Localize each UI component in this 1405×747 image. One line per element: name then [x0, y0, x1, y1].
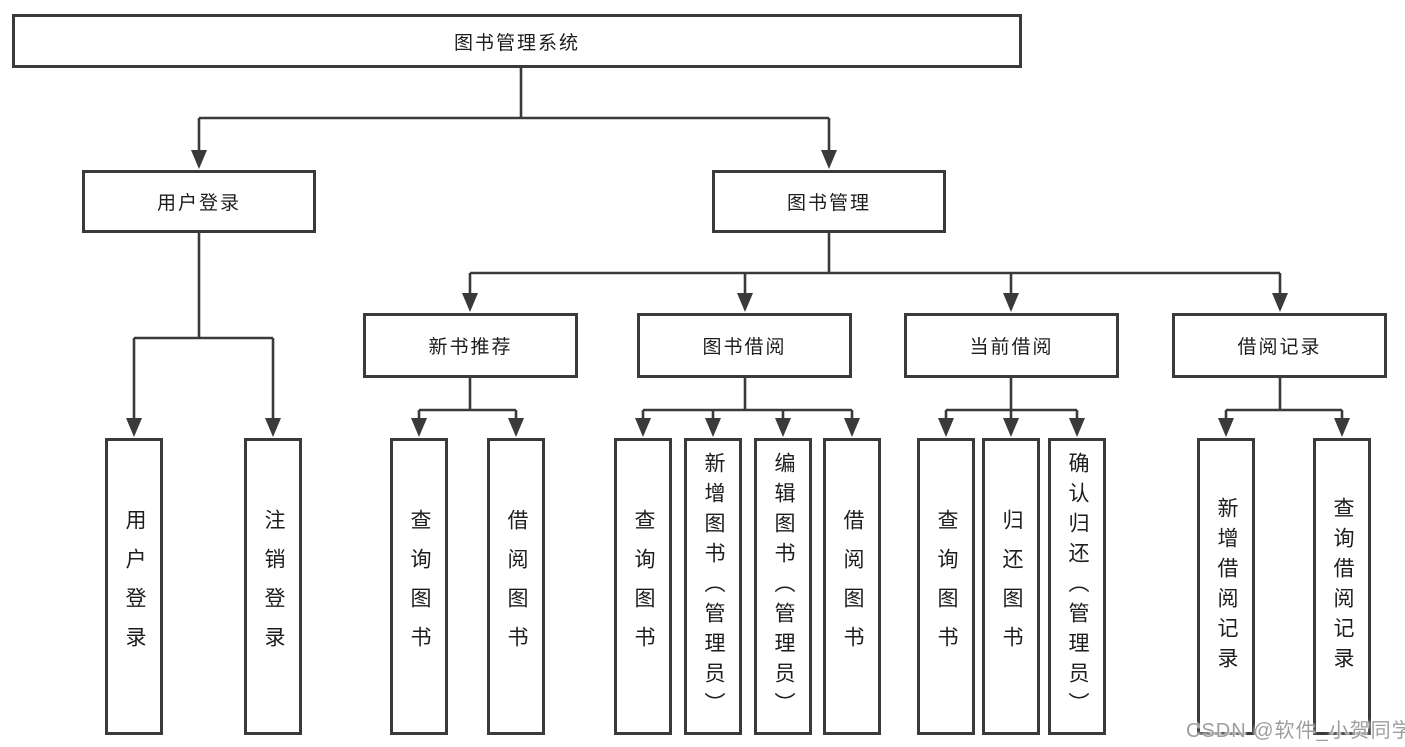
- leaf-borrow-books-borrowing: 借阅图书: [823, 438, 881, 735]
- leaf-logout: 注销登录: [244, 438, 302, 735]
- edge-newbook-to-leaves: [417, 378, 518, 426]
- node-book-borrowing: 图书借阅: [637, 313, 852, 378]
- node-new-book-recommendation: 新书推荐: [363, 313, 578, 378]
- node-user-login: 用户登录: [82, 170, 316, 233]
- leaf-user-login: 用户登录: [105, 438, 163, 735]
- node-library-system: 图书管理系统: [12, 14, 1022, 68]
- edge-borrow-to-leaves: [641, 378, 854, 426]
- leaf-query-books-borrowing: 查询图书: [614, 438, 672, 735]
- watermark: CSDN @软件_小贺同学: [1186, 720, 1405, 742]
- edge-bookmgmt-to-level3: [468, 233, 1282, 298]
- node-book-management: 图书管理: [712, 170, 946, 233]
- node-borrowing-records: 借阅记录: [1172, 313, 1387, 378]
- edge-records-to-leaves: [1224, 378, 1344, 426]
- leaf-query-borrow-record: 查询借阅记录: [1313, 438, 1371, 735]
- leaf-query-books-current: 查询图书: [917, 438, 975, 735]
- leaf-borrow-books-recommend: 借阅图书: [487, 438, 545, 735]
- leaf-add-borrow-record: 新增借阅记录: [1197, 438, 1255, 735]
- leaf-add-book-admin: 新增图书（管理员）: [684, 438, 742, 735]
- edge-login-to-leaves: [132, 233, 275, 424]
- leaf-return-books: 归还图书: [982, 438, 1040, 735]
- leaf-edit-book-admin: 编辑图书（管理员）: [754, 438, 812, 735]
- leaf-query-books-recommend: 查询图书: [390, 438, 448, 735]
- node-current-borrowing: 当前借阅: [904, 313, 1119, 378]
- edge-root-to-level2: [197, 68, 831, 156]
- edge-current-to-leaves: [944, 378, 1079, 426]
- leaf-confirm-return-admin: 确认归还（管理员）: [1048, 438, 1106, 735]
